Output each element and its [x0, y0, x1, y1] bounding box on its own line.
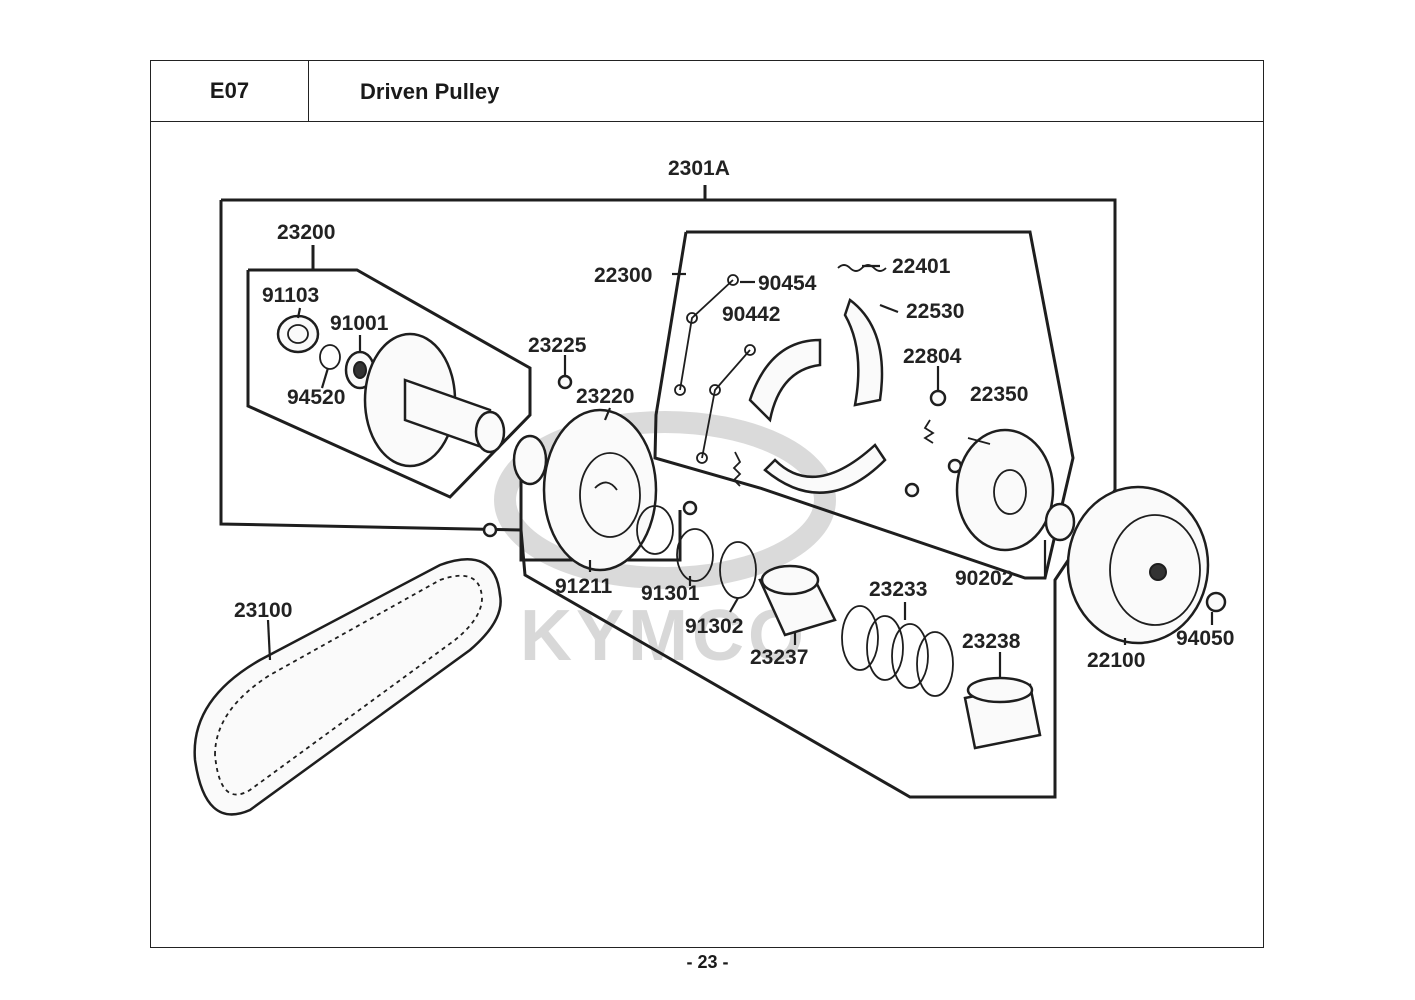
part-91211-seal: [512, 434, 548, 486]
part-90442-washer-2: [709, 384, 721, 396]
label-22530: 22530: [906, 300, 964, 323]
page-title: Driven Pulley: [308, 60, 1264, 122]
part-23100-belt: [193, 558, 502, 816]
label-91211: 91211: [555, 575, 613, 598]
part-clutch-spring-2: [923, 419, 935, 444]
link-90454: [679, 279, 734, 391]
assembly-outline-2301A: [219, 198, 1117, 799]
label-23238: 23238: [962, 630, 1021, 653]
label-23233: 23233: [869, 578, 927, 601]
label-90202: 90202: [955, 567, 1013, 590]
label-91302: 91302: [685, 615, 743, 638]
label-90442: 90442: [722, 303, 780, 326]
label-22401: 22401: [892, 255, 951, 278]
label-94050: 94050: [1176, 627, 1234, 650]
part-23233-spring: [841, 605, 954, 697]
part-guide-pin-2: [682, 500, 698, 516]
part-90454-washer: [727, 274, 739, 286]
part-clutch-spring-1: [732, 451, 742, 487]
part-damper-3: [904, 482, 920, 498]
label-23100: 23100: [234, 599, 292, 622]
part-22401-spring: [837, 264, 887, 272]
label-22350: 22350: [970, 383, 1028, 406]
part-91301-ring: [676, 528, 714, 582]
diagram-frame: [150, 121, 1264, 948]
part-guide-pin: [482, 522, 498, 538]
subassembly-outline-23200: [246, 268, 532, 499]
part-22350-plate: [955, 428, 1055, 552]
label-90454: 90454: [758, 272, 817, 295]
label-22804: 22804: [903, 345, 962, 368]
label-2301A: 2301A: [668, 157, 730, 180]
label-23220: 23220: [576, 385, 634, 408]
kymco-watermark: KYMCO: [494, 411, 836, 676]
part-94520-clip: [319, 344, 341, 370]
part-23238-seat: [963, 676, 1042, 750]
part-90442-washer: [744, 344, 756, 356]
part-94050-nut: [1205, 591, 1227, 613]
part-91301-oring: [636, 505, 674, 555]
part-23220-movable-face: [542, 408, 658, 572]
label-91103: 91103: [262, 284, 319, 307]
watermark-text: KYMCO: [520, 596, 808, 676]
label-23200: 23200: [277, 221, 335, 244]
part-90202-nut: [1044, 502, 1076, 542]
label-23225: 23225: [528, 334, 587, 357]
link-90442: [701, 349, 751, 459]
part-22804-damper: [929, 389, 947, 407]
part-91103-bearing: [276, 314, 320, 354]
label-22100: 22100: [1087, 649, 1145, 672]
part-90442-washer-3: [696, 452, 708, 464]
part-23200-driven-face: [363, 332, 506, 468]
label-23237: 23237: [750, 646, 808, 669]
label-91001: 91001: [330, 312, 389, 335]
label-91301: 91301: [641, 582, 700, 605]
part-22100-clutch-bell: [1066, 485, 1210, 645]
page-number: - 23 -: [686, 952, 729, 972]
part-23225-pin: [557, 374, 573, 390]
label-94520: 94520: [287, 386, 345, 409]
part-23237-collar: [758, 564, 837, 637]
part-clutch-shoes: [748, 297, 887, 494]
leader-lines: [266, 264, 1214, 678]
label-22300: 22300: [594, 264, 652, 287]
